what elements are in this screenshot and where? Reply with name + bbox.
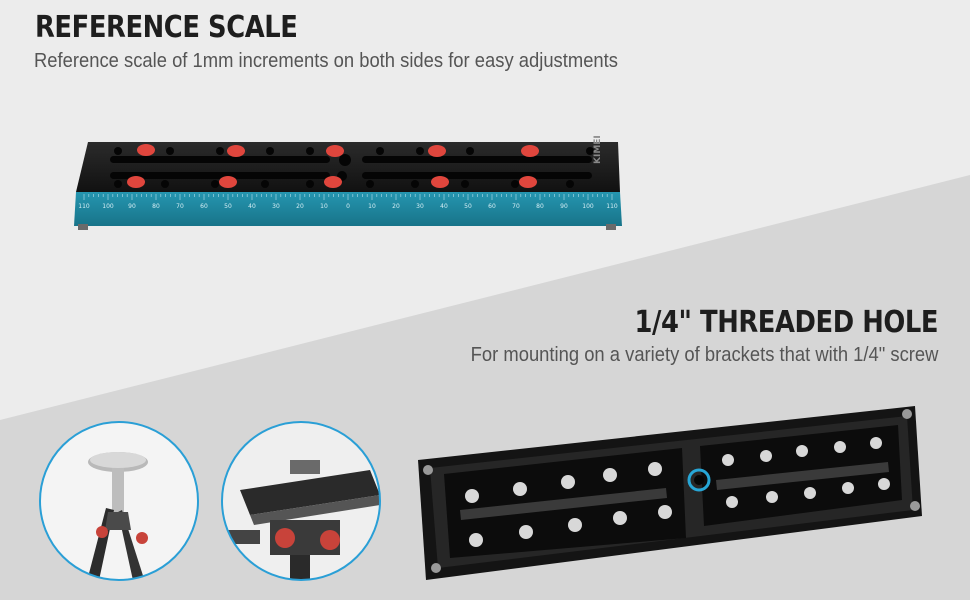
- head-mount-photo: [221, 421, 381, 581]
- red-knobs: [127, 144, 539, 188]
- scale-label: 20: [392, 203, 400, 210]
- scale-label: 40: [440, 203, 448, 210]
- scale-label: 30: [272, 203, 280, 210]
- scale-label: 40: [248, 203, 256, 210]
- scale-label: 30: [416, 203, 424, 210]
- scale-label: 80: [536, 203, 544, 210]
- scale-label: 100: [102, 203, 114, 210]
- scale-label: 50: [464, 203, 472, 210]
- scale-label: 50: [224, 203, 232, 210]
- scale-label: 70: [176, 203, 184, 210]
- plate-underside-image: [418, 406, 922, 580]
- reference-scale-title: REFERENCE SCALE: [35, 10, 298, 45]
- scale-label: 90: [128, 203, 136, 210]
- scale-label: 80: [152, 203, 160, 210]
- scale-label: 100: [582, 203, 594, 210]
- scale-label: 110: [606, 203, 618, 210]
- threaded-hole-highlight: [687, 468, 711, 492]
- threaded-hole-title: 1/4" THREADED HOLE: [634, 305, 938, 340]
- brand-mark: KIMEI: [593, 135, 603, 164]
- scale-label: 0: [346, 203, 350, 210]
- scale-label: 70: [512, 203, 520, 210]
- scale-label: 10: [320, 203, 328, 210]
- scale-band: [74, 192, 622, 226]
- scale-label: 10: [368, 203, 376, 210]
- reference-scale-subtitle: Reference scale of 1mm increments on bot…: [34, 50, 618, 72]
- scale-label: 60: [200, 203, 208, 210]
- threaded-hole-subtitle: For mounting on a variety of brackets th…: [470, 344, 938, 366]
- scale-label: 110: [78, 203, 90, 210]
- tripod-mount-photo: [39, 421, 199, 581]
- scale-label: 60: [488, 203, 496, 210]
- scale-label: 20: [296, 203, 304, 210]
- scale-label: 90: [560, 203, 568, 210]
